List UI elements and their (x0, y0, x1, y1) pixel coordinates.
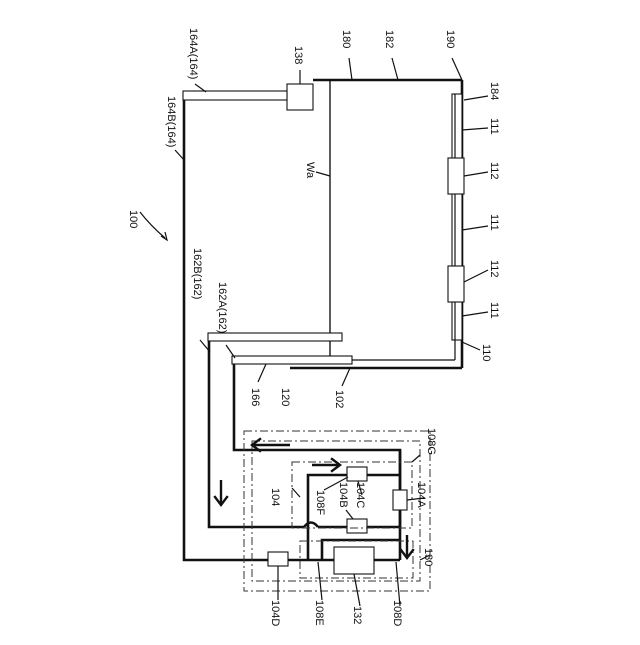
leader-112a (464, 172, 488, 176)
leader-182 (392, 58, 398, 80)
label-108e: 108E (313, 600, 325, 626)
leader-184 (464, 96, 488, 100)
label-164a: 164A(164) (187, 28, 199, 79)
label-138: 138 (292, 46, 304, 64)
leader-110 (462, 342, 480, 350)
leader-111b (462, 226, 488, 230)
heater-element-112-upper (448, 158, 464, 194)
leader-180 (349, 58, 352, 80)
leader-164b (175, 150, 184, 160)
leader-190 (452, 58, 462, 80)
sensor-138-box (287, 84, 313, 110)
label-111b: 111 (488, 214, 500, 231)
label-102: 102 (333, 390, 345, 408)
heater-plate-110 (452, 94, 462, 340)
label-112a: 112 (488, 162, 500, 180)
heater-element-112-lower (448, 266, 464, 302)
leader-120 (258, 364, 266, 382)
leader-132 (354, 574, 360, 606)
leader-104 (292, 488, 300, 497)
label-180: 180 (340, 30, 352, 48)
label-108f: 108F (314, 490, 326, 515)
label-130: 130 (422, 548, 434, 566)
valve-104c (347, 519, 367, 533)
leader-112b (464, 270, 488, 282)
label-182: 182 (383, 30, 395, 48)
leader-108g (412, 455, 420, 462)
label-108g: 108G (425, 428, 437, 455)
nozzle-162b (208, 333, 342, 341)
leader-100 (140, 212, 165, 238)
leader-104b (346, 510, 353, 519)
pipe-162b (209, 341, 304, 527)
heater-stack (448, 94, 464, 360)
label-190: 190 (444, 30, 456, 48)
label-104: 104 (269, 488, 281, 506)
label-132: 132 (351, 606, 363, 624)
label-wa: Wa (304, 162, 316, 179)
leader-111c (462, 312, 488, 316)
label-120: 120 (279, 388, 291, 406)
label-108d: 108D (391, 600, 403, 626)
label-110: 110 (480, 344, 492, 362)
leader-102 (342, 368, 350, 386)
label-184: 184 (488, 82, 500, 100)
pipe-crossover (304, 523, 318, 528)
sensor-138-group (183, 84, 313, 110)
label-104b: 104B (337, 482, 349, 508)
label-104d: 104D (269, 600, 281, 626)
valve-104d (268, 552, 288, 566)
label-162a: 162A(162) (216, 282, 228, 333)
label-164b: 164B(164) (165, 96, 177, 147)
label-166: 166 (249, 388, 261, 406)
label-104c: 104C (354, 482, 366, 508)
label-111c: 111 (488, 302, 500, 319)
leader-162a (226, 345, 235, 358)
nozzle-162a (232, 356, 352, 364)
label-162b: 162B(162) (191, 248, 203, 299)
pipe-164b (184, 100, 322, 560)
label-112b: 112 (488, 260, 500, 278)
valve-104a (393, 490, 407, 510)
pump-132 (334, 547, 374, 574)
label-100: 100 (127, 210, 139, 228)
leader-wa (316, 172, 330, 176)
label-111a: 111 (488, 118, 500, 135)
chamber-180 (290, 80, 462, 368)
leader-100-arrow (161, 232, 167, 240)
label-104a: 104A (415, 482, 427, 508)
leader-111a (462, 128, 488, 130)
valve-104b (347, 467, 367, 481)
pipe-164a (183, 91, 287, 100)
